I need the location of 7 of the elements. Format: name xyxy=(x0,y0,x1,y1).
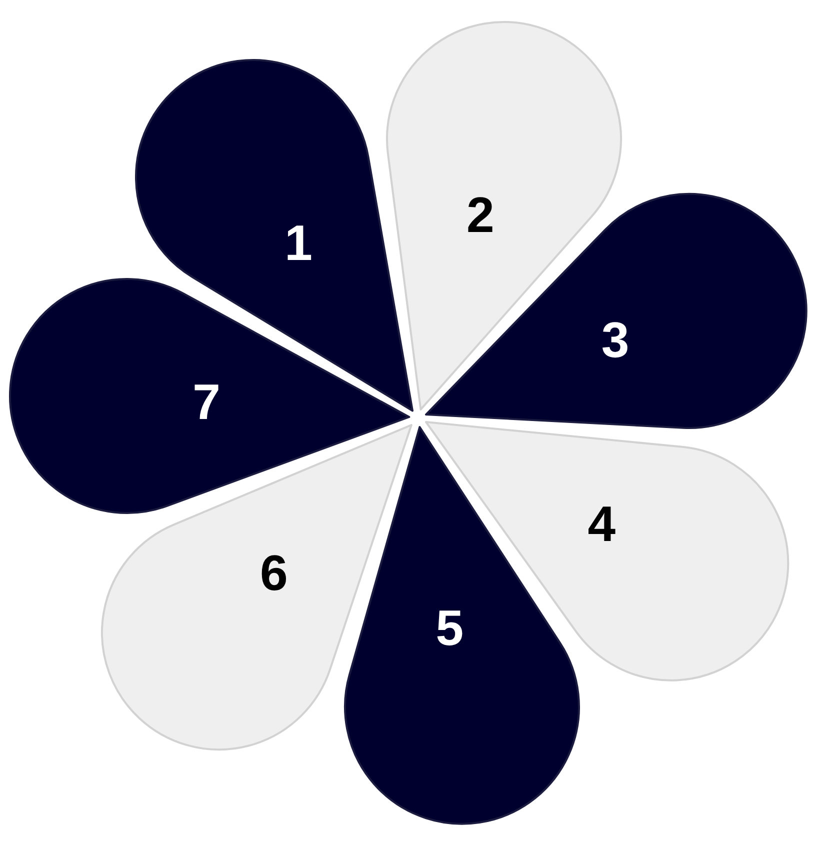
step-number: 7 xyxy=(192,377,220,428)
step-number: 6 xyxy=(260,548,288,598)
step-number: 3 xyxy=(601,315,630,366)
step-number: 4 xyxy=(588,498,616,549)
step-number: 2 xyxy=(466,190,494,240)
step-number: 1 xyxy=(284,218,312,268)
step-number: 5 xyxy=(436,602,464,653)
